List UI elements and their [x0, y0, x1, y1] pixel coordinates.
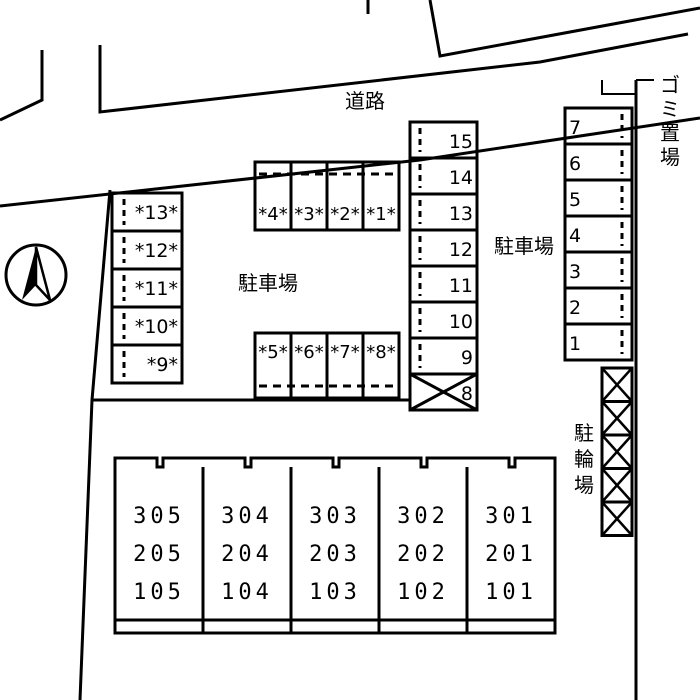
bicycle-parking-boxes: [600, 366, 634, 537]
garbage-area: [601, 79, 654, 95]
unit-number: 104: [221, 580, 273, 605]
parking-left-outline: [110, 191, 184, 385]
parking-space-label: *8*: [366, 342, 395, 363]
bicycle-cross: [601, 467, 633, 503]
parking-space-label: 13: [449, 203, 473, 225]
parking-space-label: *2*: [330, 204, 359, 225]
bicycle-cross: [601, 501, 633, 537]
parking-space-label: *3*: [294, 204, 323, 225]
building-outline: [113, 456, 557, 635]
parking-space-label: *13*: [135, 202, 178, 224]
parking-space-label: 10: [449, 311, 473, 333]
parking-space-label: 9: [461, 347, 473, 369]
parking-space-label: *6*: [294, 342, 323, 363]
unit-number: 304: [221, 504, 273, 529]
svg-text:場: 場: [660, 145, 680, 169]
parking-space-label: *4*: [258, 204, 287, 225]
svg-text:駐: 駐: [574, 421, 594, 445]
property-boundary: [78, 80, 638, 700]
unavailable-cross: [409, 372, 478, 412]
unit-number: 301: [485, 504, 537, 529]
parking-space-label: *12*: [135, 240, 178, 262]
svg-text:ミ: ミ: [660, 97, 680, 121]
svg-text:輪: 輪: [574, 447, 594, 471]
parking-space-label: *10*: [135, 316, 178, 338]
unit-number: 105: [133, 580, 185, 605]
svg-text:置: 置: [660, 121, 680, 145]
svg-text:場: 場: [574, 473, 594, 497]
bicycle-cross: [601, 367, 633, 403]
parking-space-label: 8: [461, 383, 473, 405]
parking-left-column: *13* *12* *11* *10* *9*: [110, 191, 184, 385]
parking-space-label: 7: [569, 117, 581, 139]
road-edges: [0, 0, 700, 208]
parking-space-label: 4: [569, 225, 581, 247]
parking-right-outline: [563, 106, 634, 362]
parking-bottom-row: *5* *6* *7* *8*: [253, 331, 401, 400]
parking-space-label: 15: [449, 131, 473, 153]
parking-space-label: 1: [569, 333, 581, 355]
parking-center-label: 駐車場: [238, 271, 298, 295]
parking-top-row: *4* *3* *2* *1*: [253, 160, 401, 232]
parking-space-label: 3: [569, 261, 581, 283]
parking-space-label: *5*: [258, 342, 287, 363]
unit-number: 102: [397, 580, 449, 605]
unit-number: 101: [485, 580, 537, 605]
unit-number: 205: [133, 542, 185, 567]
building: 305 205 105 304 204 104 303 203 103 302 202 102 301 2…: [113, 456, 557, 635]
parking-right-column: 7 6 5 4 3 2 1: [563, 106, 634, 362]
unit-number: 203: [309, 542, 361, 567]
parking-middle-column: 15 14 13 12 11 10 9 8: [408, 120, 479, 412]
bicycle-label: 駐 輪 場: [574, 421, 594, 497]
unit-number: 201: [485, 542, 537, 567]
north-compass-icon: [4, 243, 68, 307]
parking-space-label: *9*: [147, 354, 178, 376]
parking-space-label: 6: [569, 153, 581, 175]
unit-number: 302: [397, 504, 449, 529]
parking-space-label: 14: [449, 167, 473, 189]
unit-number: 204: [221, 542, 273, 567]
unit-number: 303: [309, 504, 361, 529]
parking-space-label: 5: [569, 189, 581, 211]
road-label: 道路: [345, 89, 385, 113]
bicycle-outline: [600, 366, 634, 537]
unit-number: 103: [309, 580, 361, 605]
unit-number: 202: [397, 542, 449, 567]
unit-number: 305: [133, 504, 185, 529]
svg-text:ゴ: ゴ: [660, 73, 680, 97]
parking-space-label: 11: [449, 275, 473, 297]
parking-right-label: 駐車場: [494, 234, 554, 258]
bicycle-cross: [601, 434, 633, 470]
parking-space-label: *1*: [366, 204, 395, 225]
parking-space-label: *11*: [135, 278, 178, 300]
parking-space-label: 12: [449, 239, 473, 261]
parking-space-label: *7*: [330, 342, 359, 363]
bicycle-cross: [601, 400, 633, 436]
garbage-label: ゴ ミ 置 場: [660, 73, 680, 169]
parking-space-label: 2: [569, 297, 581, 319]
